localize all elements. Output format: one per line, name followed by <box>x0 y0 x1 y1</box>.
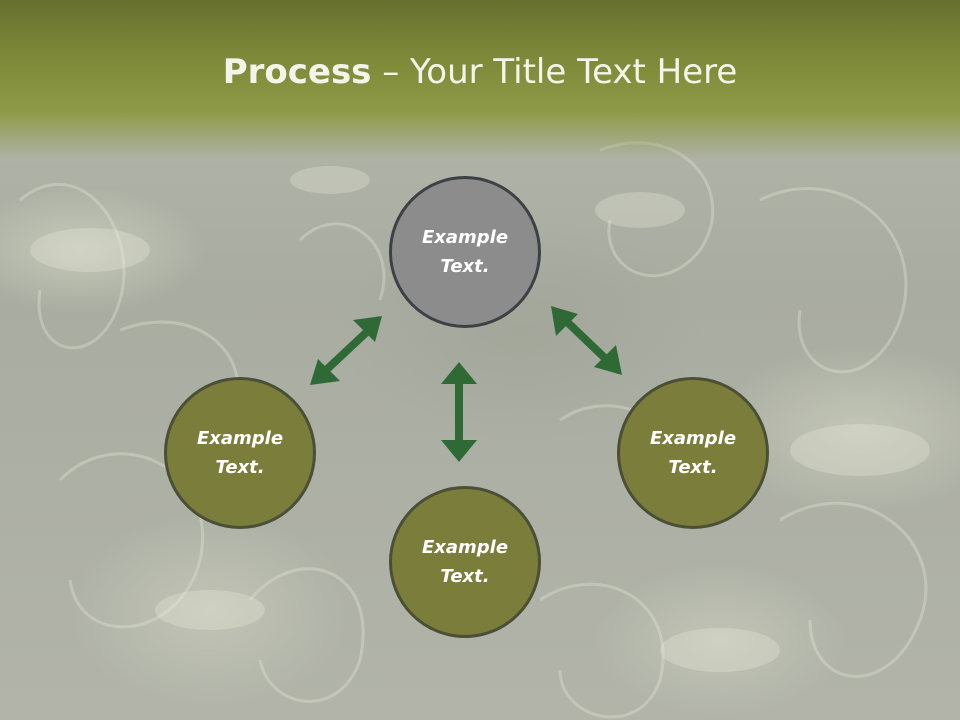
slide-title: Process – Your Title Text Here <box>0 52 960 92</box>
process-step-right-line2: Text. <box>668 457 718 478</box>
process-step-bottom[interactable]: Example Text. <box>389 486 541 638</box>
process-step-left-line2: Text. <box>215 457 265 478</box>
process-step-top-line1: Example <box>421 227 509 248</box>
arrow-top-right-icon <box>551 306 622 375</box>
process-step-left-line1: Example <box>196 428 284 449</box>
process-step-bottom-line2: Text. <box>440 566 490 587</box>
process-step-right[interactable]: Example Text. <box>617 377 769 529</box>
process-step-right-label: Example Text. <box>633 424 753 482</box>
process-step-left-label: Example Text. <box>180 424 300 482</box>
process-step-top-label: Example Text. <box>405 223 525 281</box>
title-bold: Process <box>222 52 372 92</box>
arrow-top-left-icon <box>310 316 382 385</box>
process-step-left[interactable]: Example Text. <box>164 377 316 529</box>
process-step-bottom-label: Example Text. <box>405 533 525 591</box>
process-step-top-line2: Text. <box>440 256 490 277</box>
process-step-top[interactable]: Example Text. <box>389 176 541 328</box>
title-band <box>0 0 960 160</box>
process-step-right-line1: Example <box>649 428 737 449</box>
title-rest: – Your Title Text Here <box>371 52 738 92</box>
process-step-bottom-line1: Example <box>421 537 509 558</box>
arrow-vertical-icon <box>441 362 477 462</box>
